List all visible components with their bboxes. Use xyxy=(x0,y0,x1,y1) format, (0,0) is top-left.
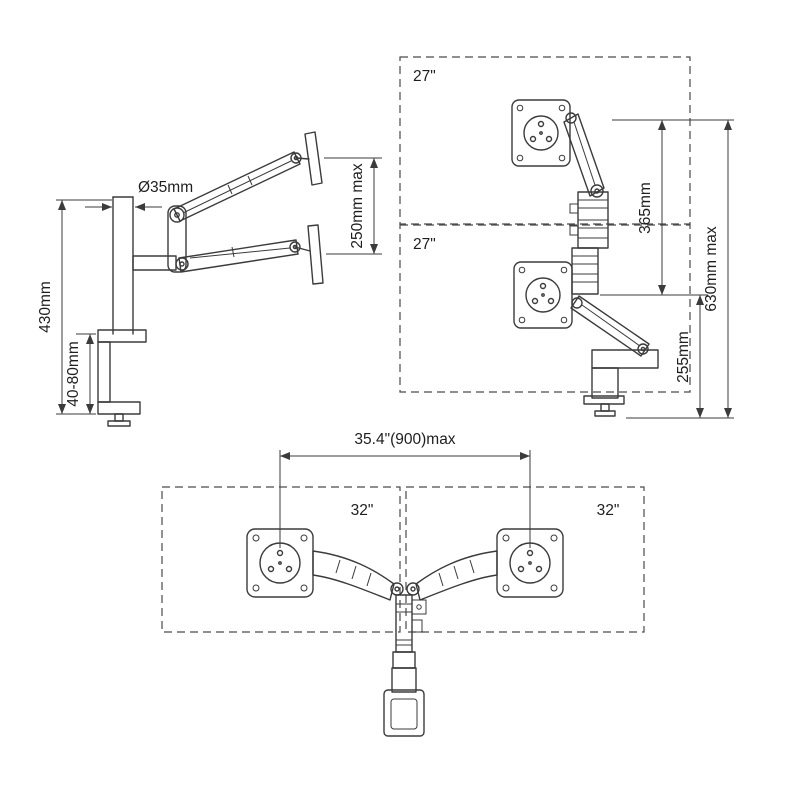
lower-span-label: 255mm xyxy=(675,331,692,383)
left-monitor-size-label: 32" xyxy=(351,502,374,519)
center-column xyxy=(392,594,427,669)
dimension-clamp-range: 40-80mm xyxy=(65,333,96,414)
clamp-range-label: 40-80mm xyxy=(65,341,82,406)
stacked-lower-arm xyxy=(570,295,650,357)
monitor-outline-32-right xyxy=(405,486,645,633)
dimension-630-max: 630mm max xyxy=(703,120,732,418)
stacked-upper-arm xyxy=(563,112,605,198)
mounting-pole xyxy=(112,196,134,335)
monitor-outline-27-top xyxy=(399,56,691,225)
desk-clamp-side xyxy=(97,329,147,427)
upper-monitor-plate xyxy=(295,131,323,186)
stacked-monitor-view: 27" 27" xyxy=(399,56,734,419)
forearm-and-clamp xyxy=(583,349,659,417)
dimension-max-width: 35.4"(900)max xyxy=(279,431,531,548)
front-desk-clamp xyxy=(383,667,425,737)
lift-range-label: 250mm max xyxy=(349,163,366,249)
lower-gas-spring-arm xyxy=(175,239,301,273)
side-elevation-view: Ø35mm xyxy=(37,131,382,427)
bottom-monitor-size-label: 27" xyxy=(413,236,436,253)
front-view: 35.4"(900)max 32" 32" xyxy=(161,431,645,737)
dimension-height-adjustment: 250mm max xyxy=(324,157,382,255)
top-monitor-size-label: 27" xyxy=(413,68,436,85)
dimension-255: 255mm xyxy=(626,295,734,419)
pole-diameter-label: Ø35mm xyxy=(138,179,193,196)
dimension-pole-height: 430mm xyxy=(37,199,112,415)
pole-height-label: 430mm xyxy=(37,281,54,333)
total-height-label: 630mm max xyxy=(703,226,720,312)
monitor-outline-32-left xyxy=(161,486,401,633)
upper-span-label: 365mm xyxy=(637,182,654,234)
monitor-outline-27-bottom xyxy=(399,224,691,393)
front-left-arm xyxy=(312,550,404,601)
vesa-plate-bottom xyxy=(513,261,573,329)
vesa-plate-top xyxy=(511,99,571,167)
max-width-label: 35.4"(900)max xyxy=(354,431,455,448)
upper-gas-spring-arm xyxy=(169,151,302,223)
front-right-arm xyxy=(406,550,498,601)
dimension-365: 365mm xyxy=(600,119,734,296)
lower-monitor-plate xyxy=(294,224,324,285)
dimension-pole-diameter: Ø35mm xyxy=(85,179,193,211)
riser-column xyxy=(569,191,609,295)
right-monitor-size-label: 32" xyxy=(597,502,620,519)
